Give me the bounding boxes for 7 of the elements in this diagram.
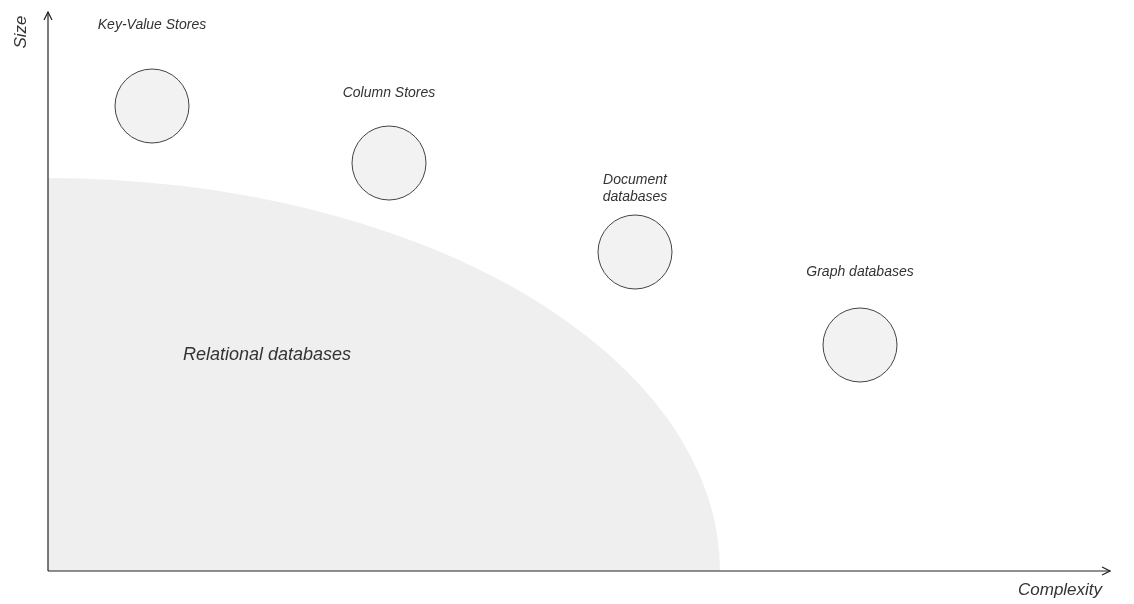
y-axis-label: Size [10, 15, 31, 49]
category-label: Column Stores [341, 84, 437, 101]
category-label: Document databases [601, 171, 669, 205]
x-axis-label: Complexity [1018, 580, 1103, 600]
category-label: Key-Value Stores [97, 16, 207, 33]
region-label: Relational databases [183, 343, 352, 365]
category-label: Graph databases [805, 263, 915, 280]
